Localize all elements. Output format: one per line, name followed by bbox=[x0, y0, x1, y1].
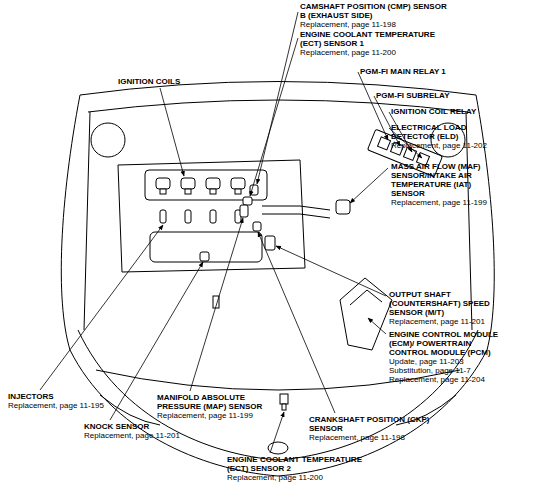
coil-boot bbox=[235, 189, 241, 194]
page-reference: Replacement, page 11-199 bbox=[157, 411, 282, 420]
leader-line bbox=[276, 246, 386, 296]
coil-boot bbox=[210, 189, 216, 194]
callout-label: CAMSHAFT POSITION (CMP) SENSOR B (EXHAUS… bbox=[300, 2, 450, 29]
coil-body bbox=[156, 178, 170, 189]
part-name: ENGINE COOLANT TEMPERATURE (ECT) SENSOR … bbox=[227, 455, 377, 473]
part-name: KNOCK SENSOR bbox=[84, 422, 184, 431]
injector bbox=[160, 210, 166, 223]
injector bbox=[185, 210, 191, 223]
part-name: ENGINE COOLANT TEMPERATURE (ECT) SENSOR … bbox=[300, 30, 450, 48]
page-reference: Replacement, page 11-198 bbox=[309, 433, 454, 442]
callout-label: PGM-FI SUBRELAY bbox=[376, 91, 526, 100]
part-name: PGM-FI SUBRELAY bbox=[376, 91, 526, 100]
speed-sensor bbox=[265, 236, 275, 250]
ckp-sensor bbox=[253, 222, 261, 231]
leader-line bbox=[190, 218, 243, 391]
leader-line bbox=[250, 38, 298, 196]
sensor-body bbox=[280, 394, 288, 404]
callout-label: KNOCK SENSORReplacement, page 11-201 bbox=[84, 422, 184, 440]
leader-line bbox=[258, 232, 335, 413]
callout-label: MASS AIR FLOW (MAF) SENSOR/INTAKE AIR TE… bbox=[391, 162, 501, 207]
coil-boot bbox=[185, 189, 191, 194]
left-fender-line bbox=[84, 112, 90, 330]
page-reference: Replacement, page 11-201 bbox=[389, 317, 494, 326]
leader-line bbox=[40, 225, 163, 390]
coil-body bbox=[206, 178, 220, 189]
injector bbox=[210, 210, 216, 223]
callout-label: MANIFOLD ABSOLUTE PRESSURE (MAP) SENSORR… bbox=[157, 393, 282, 420]
valve-cover bbox=[145, 170, 267, 200]
intake-duct-lower bbox=[262, 214, 330, 218]
page-reference: Replacement, page 11-199 bbox=[391, 198, 501, 207]
cmp-sensor bbox=[250, 185, 258, 195]
part-name: IGNITION COILS bbox=[118, 77, 218, 86]
engine-block bbox=[118, 160, 305, 272]
part-name: CRANKSHAFT POSITION (CKP) SENSOR bbox=[309, 415, 454, 433]
leader-line bbox=[358, 72, 388, 140]
page-reference: Substitution, page 11-7 bbox=[389, 366, 499, 375]
callout-label: PGM-FI MAIN RELAY 1 bbox=[360, 67, 510, 76]
leader-line bbox=[368, 318, 386, 334]
coil-body bbox=[181, 178, 195, 189]
knock-sensor bbox=[200, 252, 209, 261]
coil-boot bbox=[160, 189, 166, 194]
page-reference: Replacement, page 11-202 bbox=[391, 141, 501, 150]
callout-label: INJECTORSReplacement, page 11-195 bbox=[8, 392, 108, 410]
leader-line bbox=[270, 412, 284, 453]
page-reference: Replacement, page 11-201 bbox=[84, 431, 184, 440]
left-headlight bbox=[100, 395, 160, 425]
part-name: PGM-FI MAIN RELAY 1 bbox=[360, 67, 510, 76]
callout-label: ENGINE COOLANT TEMPERATURE (ECT) SENSOR … bbox=[227, 455, 377, 482]
callout-label: ENGINE CONTROL MODULE (ECM)/ POWERTRAIN … bbox=[389, 330, 499, 384]
callout-label: OUTPUT SHAFT (COUNTERSHAFT) SPEED SENSOR… bbox=[389, 290, 494, 326]
leader-lines bbox=[40, 12, 422, 453]
left-strut-tower bbox=[91, 123, 125, 157]
page-reference: Replacement, page 11-195 bbox=[8, 401, 108, 410]
callout-label: ENGINE COOLANT TEMPERATURE (ECT) SENSOR … bbox=[300, 30, 450, 57]
ecm-box bbox=[340, 278, 392, 350]
intake-duct bbox=[262, 206, 330, 210]
page-reference: Replacement, page 11-200 bbox=[227, 473, 377, 482]
callout-label: IGNITION COILS bbox=[118, 77, 218, 86]
ignition-coil bbox=[206, 178, 220, 194]
sensor-tip bbox=[282, 404, 286, 410]
ignition-coil bbox=[231, 178, 245, 194]
ignition-coil bbox=[181, 178, 195, 194]
body-outline bbox=[61, 95, 494, 476]
relay bbox=[378, 137, 391, 150]
leader-line bbox=[350, 168, 388, 203]
part-name: IGNITION COIL RELAY bbox=[391, 107, 541, 116]
maf-sensor bbox=[336, 200, 350, 214]
part-name: INJECTORS bbox=[8, 392, 108, 401]
map-sensor bbox=[240, 205, 248, 217]
part-name: MANIFOLD ABSOLUTE PRESSURE (MAP) SENSOR bbox=[157, 393, 282, 411]
page-reference: Replacement, page 11-198 bbox=[300, 20, 450, 29]
callout-label: IGNITION COIL RELAY bbox=[391, 107, 541, 116]
part-name: MASS AIR FLOW (MAF) SENSOR/INTAKE AIR TE… bbox=[391, 162, 501, 198]
leader-line bbox=[257, 12, 298, 184]
part-name: CAMSHAFT POSITION (CMP) SENSOR B (EXHAUS… bbox=[300, 2, 450, 20]
part-name: ENGINE CONTROL MODULE (ECM)/ POWERTRAIN … bbox=[389, 330, 499, 357]
ignition-coil bbox=[156, 178, 170, 194]
front-emblem bbox=[268, 442, 288, 454]
ect-sensor-2 bbox=[280, 394, 288, 410]
leader-line bbox=[160, 88, 184, 176]
callout-label: ELECTRICAL LOAD DETECTOR (ELD)Replacemen… bbox=[391, 123, 501, 150]
page-reference: Replacement, page 11-200 bbox=[300, 48, 450, 57]
page-reference: Update, page 11-203 bbox=[389, 357, 499, 366]
ect-sensor bbox=[243, 197, 252, 205]
coil-body bbox=[231, 178, 245, 189]
intake-manifold bbox=[150, 232, 262, 262]
part-name: ELECTRICAL LOAD DETECTOR (ELD) bbox=[391, 123, 501, 141]
page-reference: Replacement, page 11-204 bbox=[389, 375, 499, 384]
part-name: OUTPUT SHAFT (COUNTERSHAFT) SPEED SENSOR… bbox=[389, 290, 494, 317]
callout-label: CRANKSHAFT POSITION (CKP) SENSORReplacem… bbox=[309, 415, 454, 442]
